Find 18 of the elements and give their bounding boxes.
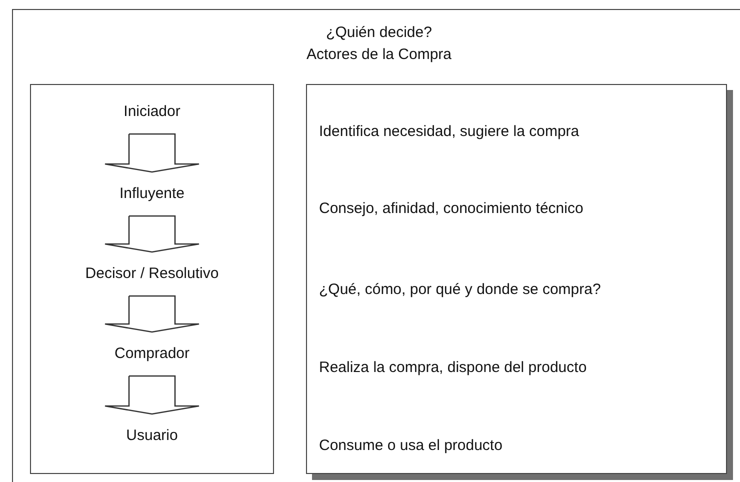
block-arrow bbox=[104, 295, 200, 333]
description-text: Realiza la compra, dispone del producto bbox=[319, 359, 587, 376]
role-label: Decisor / Resolutivo bbox=[85, 252, 219, 296]
block-arrow bbox=[104, 133, 200, 173]
role-label: Iniciador bbox=[124, 90, 180, 134]
role-label: Usuario bbox=[126, 414, 178, 458]
description-text: Identifica necesidad, sugiere la compra bbox=[319, 123, 580, 140]
subtitle: Actores de la Compra bbox=[306, 46, 452, 63]
description-text: Consejo, afinidad, conocimiento técnico bbox=[319, 200, 584, 217]
description-text: Consume o usa el producto bbox=[319, 437, 502, 454]
block-arrow bbox=[104, 215, 200, 253]
role-label: Comprador bbox=[114, 332, 190, 376]
title: ¿Quién decide? bbox=[326, 24, 432, 41]
description-text: ¿Qué, cómo, por qué y donde se compra? bbox=[319, 281, 601, 298]
roles-panel bbox=[30, 84, 274, 474]
outer-frame bbox=[12, 9, 740, 482]
role-label: Influyente bbox=[119, 172, 185, 216]
block-arrow bbox=[104, 375, 200, 415]
